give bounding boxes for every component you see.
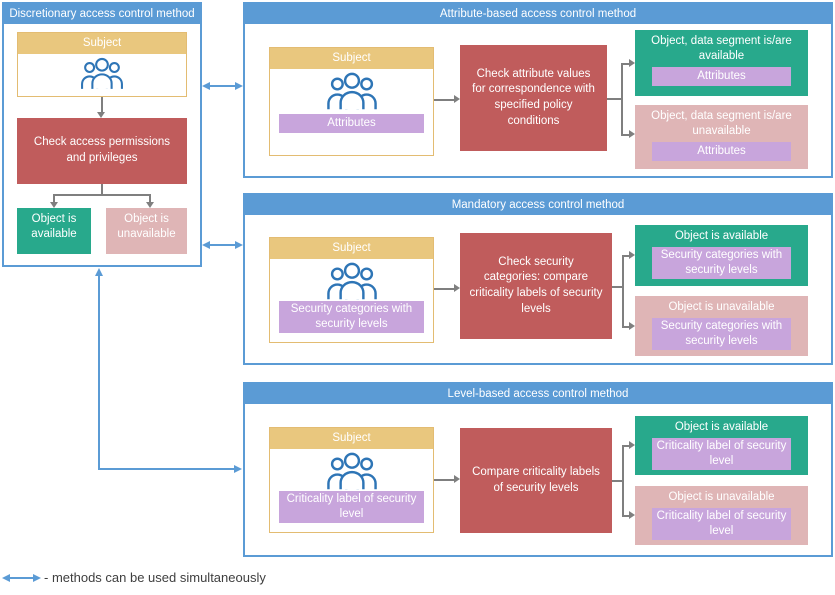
discretionary-process-box: Check access permissions and privileges — [17, 118, 187, 184]
attribute-unavailable-box: Object, data segment is/are unavailable … — [635, 105, 808, 169]
attribute-available-box: Object, data segment is/are available At… — [635, 30, 808, 96]
connector-line — [622, 255, 624, 327]
connector-line — [621, 63, 629, 65]
arrowhead-down — [97, 112, 105, 118]
connector-line — [621, 134, 629, 136]
arrowhead-right — [629, 441, 635, 449]
mandatory-available-box: Object is available Security categories … — [635, 225, 808, 286]
connector-line — [209, 244, 237, 246]
outcome-security-categories-tag: Security categories with security levels — [652, 246, 791, 279]
level-available-box: Object is available Criticality label of… — [635, 416, 808, 475]
arrowhead-right — [235, 82, 243, 90]
subject-label: Subject — [270, 428, 433, 449]
subjects-group-icon — [326, 452, 377, 490]
subject-criticality-label-tag: Criticality label of security level — [279, 491, 424, 523]
subject-body: Security categories with security levels — [270, 259, 433, 342]
mandatory-unavailable-box: Object is unavailable Security categorie… — [635, 296, 808, 356]
outcome-title: Object is unavailable — [117, 213, 176, 240]
subject-body: Criticality label of security level — [270, 449, 433, 532]
discretionary-available-box: Object is available — [17, 208, 91, 254]
panel-mandatory: Mandatory access control method Subject … — [243, 193, 833, 365]
arrowhead-right — [629, 59, 635, 67]
connector-line — [101, 184, 103, 195]
panel-attribute-title: Attribute-based access control method — [245, 4, 831, 24]
level-process-box: Compare criticality labels of security l… — [460, 428, 612, 533]
connector-line — [622, 326, 629, 328]
arrowhead-up — [95, 268, 103, 276]
outcome-title: Object is available — [674, 421, 769, 433]
subject-body — [18, 54, 186, 96]
connector-line — [101, 97, 103, 113]
subjects-group-icon — [326, 262, 377, 300]
connector-line — [622, 515, 629, 517]
subjects-group-icon — [81, 57, 123, 89]
connector-line — [209, 85, 237, 87]
subject-label: Subject — [18, 33, 186, 54]
arrowhead-right — [234, 465, 242, 473]
outcome-attributes-tag: Attributes — [652, 141, 791, 161]
connector-line — [53, 194, 150, 196]
arrowhead-down — [146, 202, 154, 208]
outcome-criticality-label-tag: Criticality label of security level — [652, 507, 791, 540]
outcome-title: Object is available — [674, 230, 769, 242]
outcome-title: Object, data segment is/are available — [651, 35, 792, 62]
connector-line — [622, 445, 629, 447]
connector-line — [149, 194, 151, 203]
panel-mandatory-title: Mandatory access control method — [245, 195, 831, 215]
arrowhead-down — [50, 202, 58, 208]
attribute-process-box: Check attribute values for correspondenc… — [460, 45, 607, 151]
connector-line — [98, 275, 100, 469]
arrowhead-right — [454, 95, 460, 103]
panel-level: Level-based access control method Subjec… — [243, 382, 833, 557]
subject-label: Subject — [270, 48, 433, 69]
outcome-criticality-label-tag: Criticality label of security level — [652, 437, 791, 470]
subject-body: Attributes — [270, 69, 433, 155]
connector-line — [98, 468, 235, 470]
arrowhead-right — [33, 574, 41, 582]
outcome-security-categories-tag: Security categories with security levels — [652, 317, 791, 350]
legend-arrow-line — [8, 577, 34, 579]
outcome-title: Object is unavailable — [668, 301, 775, 313]
arrowhead-right — [235, 241, 243, 249]
outcome-title: Object, data segment is/are unavailable — [651, 110, 792, 137]
legend-text: - methods can be used simultaneously — [44, 570, 266, 585]
subject-attributes-tag: Attributes — [279, 114, 424, 133]
mandatory-subject-box: Subject Security categories with securit… — [269, 237, 434, 343]
connector-line — [621, 63, 623, 135]
connector-line — [612, 286, 623, 288]
subjects-group-icon — [326, 72, 377, 110]
arrowhead-left — [202, 241, 210, 249]
outcome-title: Object is unavailable — [668, 491, 775, 503]
connector-line — [622, 255, 629, 257]
connector-line — [434, 479, 454, 481]
subject-security-categories-tag: Security categories with security levels — [279, 301, 424, 333]
connector-line — [622, 445, 624, 516]
connector-line — [434, 288, 454, 290]
arrowhead-right — [629, 322, 635, 330]
arrowhead-right — [629, 251, 635, 259]
panel-discretionary: Discretionary access control method Subj… — [2, 2, 202, 267]
panel-level-title: Level-based access control method — [245, 384, 831, 404]
connector-line — [434, 99, 454, 101]
panel-discretionary-title: Discretionary access control method — [4, 4, 200, 24]
mandatory-process-box: Check security categories: compare criti… — [460, 233, 612, 339]
subject-label: Subject — [270, 238, 433, 259]
arrowhead-right — [629, 130, 635, 138]
discretionary-subject-box: Subject — [17, 32, 187, 97]
connector-line — [607, 98, 622, 100]
connector-line — [612, 480, 623, 482]
discretionary-unavailable-box: Object is unavailable — [106, 208, 187, 254]
outcome-title: Object is available — [31, 213, 77, 240]
arrowhead-right — [454, 475, 460, 483]
connector-line — [53, 194, 55, 203]
level-unavailable-box: Object is unavailable Criticality label … — [635, 486, 808, 545]
arrowhead-left — [2, 574, 10, 582]
attribute-subject-box: Subject Attributes — [269, 47, 434, 156]
panel-attribute: Attribute-based access control method Su… — [243, 2, 833, 178]
level-subject-box: Subject Criticality label of security le… — [269, 427, 434, 533]
arrowhead-right — [629, 511, 635, 519]
outcome-attributes-tag: Attributes — [652, 66, 791, 86]
arrowhead-right — [454, 284, 460, 292]
arrowhead-left — [202, 82, 210, 90]
